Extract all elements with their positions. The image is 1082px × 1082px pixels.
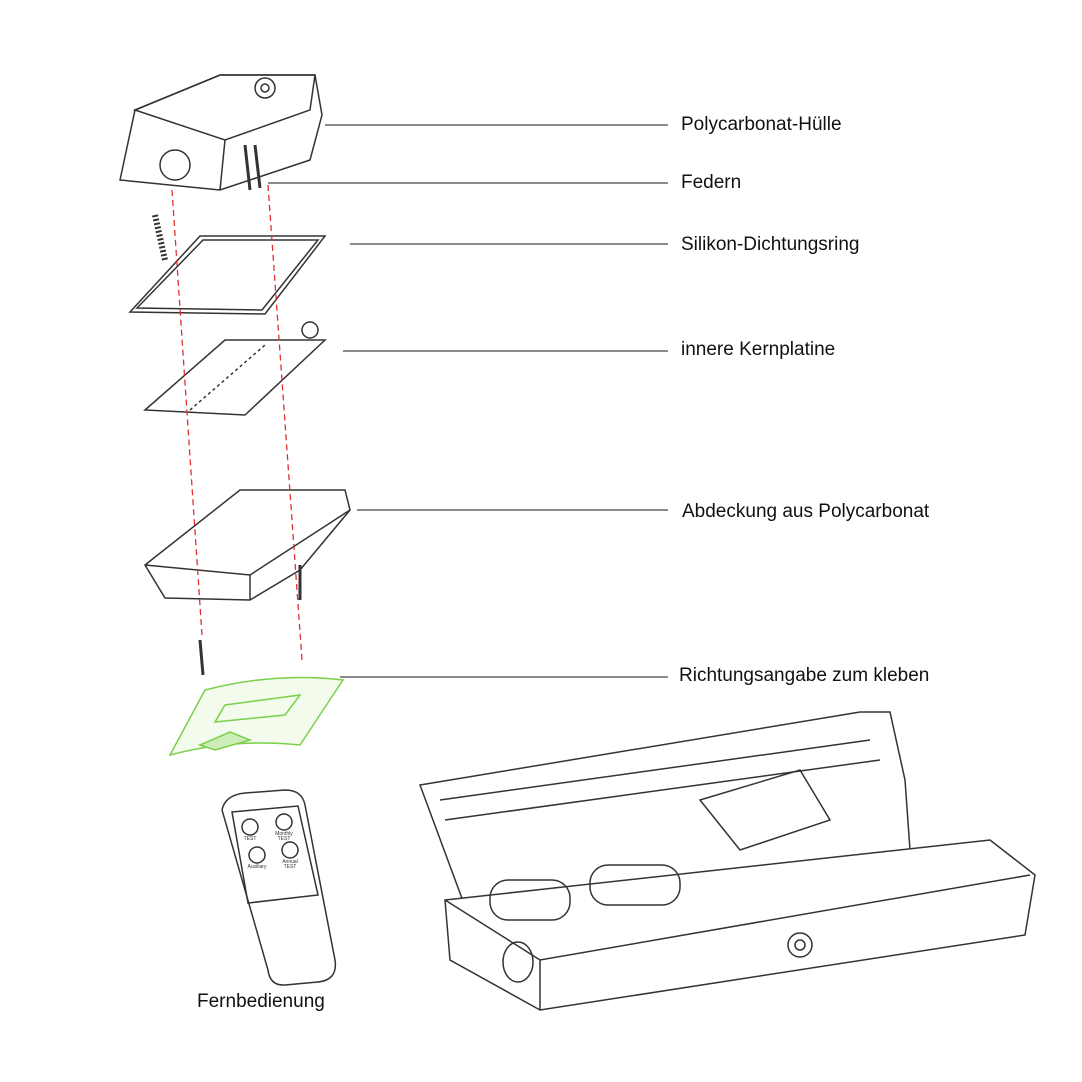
housing-part	[119, 74, 323, 191]
alignment-lines	[171, 184, 303, 661]
spring	[152, 214, 168, 261]
label-housing: Polycarbonat-Hülle	[681, 114, 842, 135]
label-cover: Abdeckung aus Polycarbonat	[682, 501, 930, 522]
assembled-lamp-drawing	[418, 711, 1036, 1011]
remote-button-monthly-test: Monthly TEST	[275, 831, 293, 842]
remote-button-auxiliary: Auxiliary	[247, 864, 267, 870]
remote-button-annual-test: Annual TEST	[282, 859, 298, 870]
label-seal: Silikon-Dichtungsring	[681, 234, 860, 255]
remote-button-test: TEST	[243, 836, 257, 842]
label-springs: Federn	[681, 172, 742, 193]
remote-drawing	[221, 789, 337, 986]
label-pcb: innere Kernplatine	[681, 339, 836, 360]
pcb-part	[143, 321, 327, 416]
leader-lines	[268, 124, 668, 678]
cover-part	[144, 489, 351, 601]
label-remote: Fernbedienung	[197, 991, 325, 1012]
direction-sticker	[168, 676, 345, 757]
label-sticker: Richtungsangabe zum kleben	[679, 665, 930, 686]
